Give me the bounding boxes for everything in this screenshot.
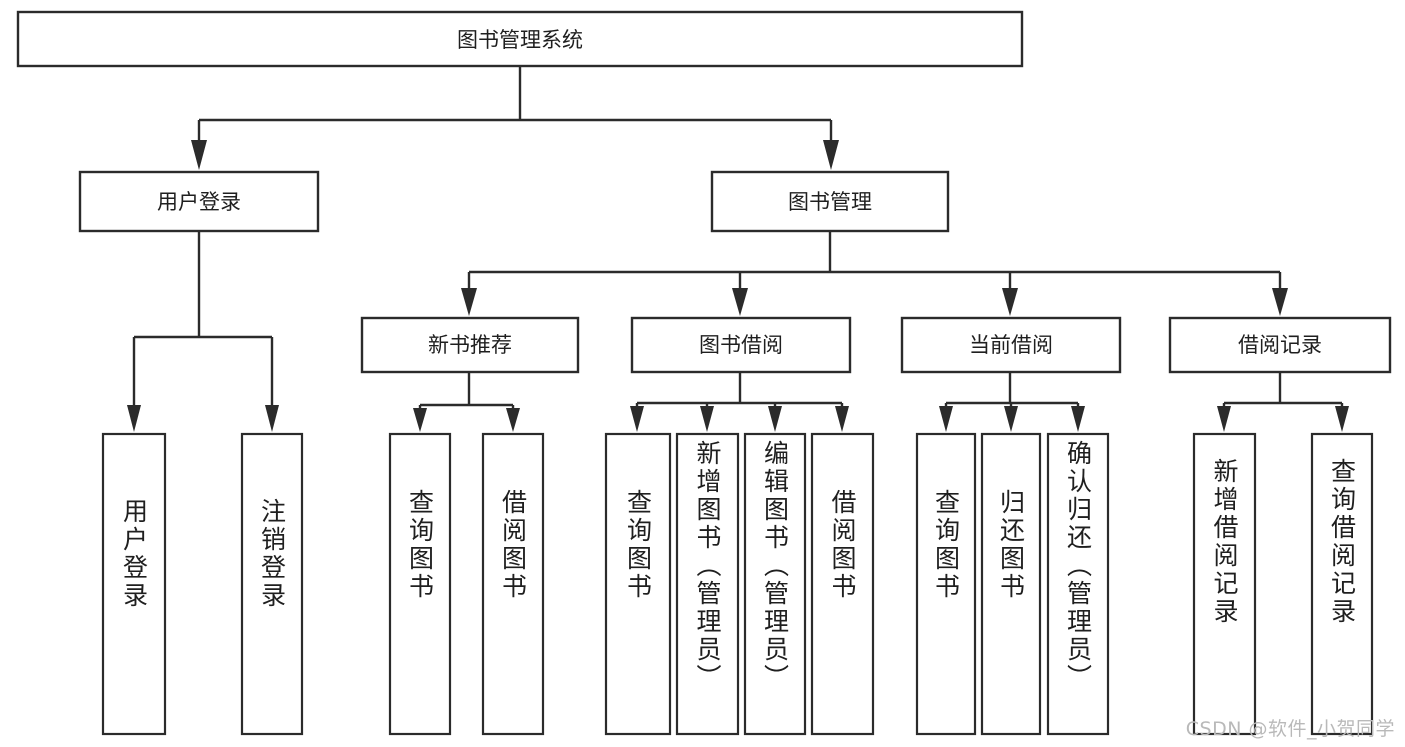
node-current-borrow[interactable]: 当前借阅 <box>900 316 1122 374</box>
node-leaf-borrow-book-recommend-box[interactable] <box>481 432 545 736</box>
arrow-head-leaf-query-book-recommend <box>413 408 427 432</box>
node-borrow-record-box[interactable] <box>1168 316 1392 374</box>
arrow-head-leaf-confirm-return-admin <box>1071 406 1085 432</box>
node-leaf-query-book-current-box[interactable] <box>915 432 977 736</box>
arrow-head-borrow-record <box>1272 288 1288 316</box>
node-book-borrow-label: 图书借阅 <box>699 333 783 357</box>
node-leaf-query-book-borrow-box[interactable] <box>604 432 672 736</box>
node-root-label: 图书管理系统 <box>457 28 583 52</box>
node-borrow-record-label: 借阅记录 <box>1238 333 1322 357</box>
arrow-head-leaf-borrow-book <box>835 406 849 432</box>
node-leaf-user-logout-box[interactable] <box>240 432 304 736</box>
node-leaf-query-book-recommend-box[interactable] <box>388 432 452 736</box>
node-leaf-user-login-box[interactable] <box>101 432 167 736</box>
node-leaf-add-borrow-record-box[interactable] <box>1192 432 1257 736</box>
node-current-borrow-box[interactable] <box>900 316 1122 374</box>
watermark-text: CSDN @软件_小贺同学 <box>1185 718 1395 740</box>
arrow-head-current-borrow <box>1002 288 1018 316</box>
node-leaf-add-book-admin-box[interactable] <box>675 432 740 736</box>
arrow-head-leaf-user-login <box>127 405 141 432</box>
arrow-head-user-login <box>191 140 207 170</box>
arrow-head-book-management <box>823 140 839 170</box>
node-new-book-recommend[interactable]: 新书推荐 <box>360 316 580 374</box>
node-new-book-recommend-box[interactable] <box>360 316 580 374</box>
node-borrow-record[interactable]: 借阅记录 <box>1168 316 1392 374</box>
node-user-login-label: 用户登录 <box>157 190 241 214</box>
node-book-management-box[interactable] <box>710 170 950 233</box>
node-leaf-confirm-return-admin-box[interactable] <box>1046 432 1110 736</box>
connector-layer <box>127 66 1349 432</box>
arrow-head-leaf-return-book <box>1004 406 1018 432</box>
node-root-box[interactable] <box>16 10 1024 68</box>
arrow-head-leaf-user-logout <box>265 405 279 432</box>
node-leaf-edit-book-admin-box[interactable] <box>743 432 807 736</box>
node-leaf-query-borrow-record-box[interactable] <box>1310 432 1374 736</box>
arrow-head-new-book-recommend <box>461 288 477 316</box>
arrow-head-leaf-add-book-admin <box>700 406 714 432</box>
node-current-borrow-label: 当前借阅 <box>969 333 1053 357</box>
node-root[interactable]: 图书管理系统 <box>16 10 1024 68</box>
node-new-book-recommend-label: 新书推荐 <box>428 333 512 357</box>
arrow-head-leaf-query-book-borrow <box>630 406 644 432</box>
arrow-head-leaf-add-borrow-record <box>1217 406 1231 432</box>
node-leaf-borrow-book-box[interactable] <box>810 432 875 736</box>
arrow-head-leaf-edit-book-admin <box>768 406 782 432</box>
node-leaf-return-book-box[interactable] <box>980 432 1042 736</box>
node-book-borrow[interactable]: 图书借阅 <box>630 316 852 374</box>
arrow-head-leaf-query-book-current <box>939 406 953 432</box>
node-user-login[interactable]: 用户登录 <box>78 170 320 233</box>
node-book-borrow-box[interactable] <box>630 316 852 374</box>
arrow-head-leaf-borrow-book-recommend <box>506 408 520 432</box>
node-book-management[interactable]: 图书管理 <box>710 170 950 233</box>
node-book-management-label: 图书管理 <box>788 190 872 214</box>
arrow-head-book-borrow <box>732 288 748 316</box>
arrow-head-leaf-query-borrow-record <box>1335 406 1349 432</box>
node-user-login-box[interactable] <box>78 170 320 233</box>
leaf-box-layer <box>101 432 1374 736</box>
